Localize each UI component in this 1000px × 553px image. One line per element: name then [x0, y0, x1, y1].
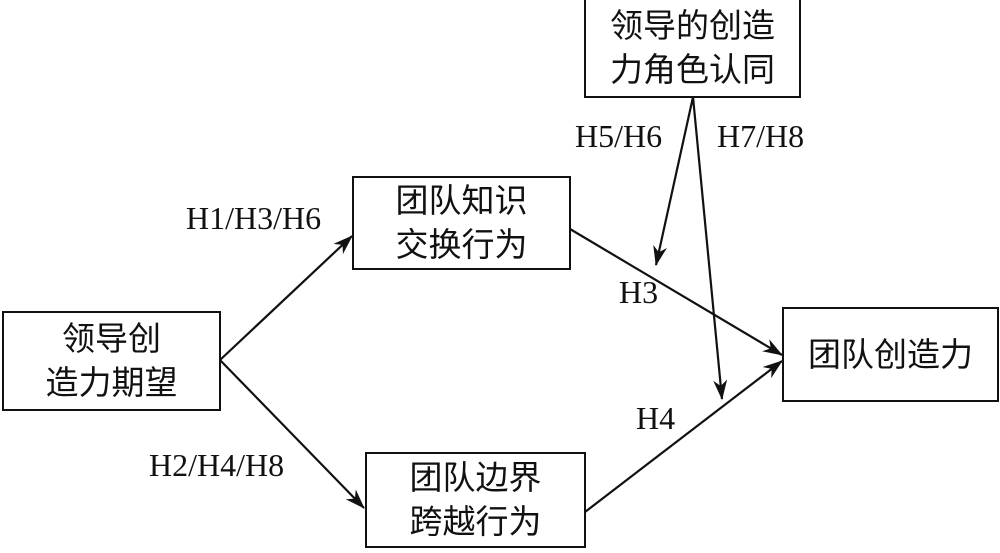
edge-expectation-to-boundary-spanning: [219, 359, 365, 509]
node-text-line: 交换行为: [395, 225, 528, 264]
edge-knowledge-exchange-to-creativity: [569, 228, 783, 356]
node-leader-creative-role-identity: 领导的创造 力角色认同: [584, 0, 801, 98]
node-text-line: 团队知识: [395, 181, 528, 220]
edge-identity-moderates-knowledge-path: [653, 96, 695, 266]
node-text-line: 团队创造力: [808, 334, 973, 374]
node-team-knowledge-exchange: 团队知识 交换行为: [352, 176, 571, 270]
edge-expectation-to-knowledge-exchange: [219, 235, 353, 361]
node-text-line: 跨越行为: [409, 502, 542, 541]
edge-label-h7-h8: H7/H8: [717, 118, 805, 154]
edge-label-h4: H4: [636, 400, 676, 436]
node-text-line: 领导的创造: [610, 6, 775, 45]
edge-boundary-spanning-to-creativity: [584, 360, 783, 513]
node-team-creativity: 团队创造力: [782, 307, 999, 402]
node-text-line: 团队边界: [409, 458, 542, 497]
edge-label-h2-h4-h8: H2/H4/H8: [149, 447, 285, 483]
edge-label-h1-h3-h6: H1/H3/H6: [186, 200, 322, 236]
edge-label-h5-h6: H5/H6: [575, 118, 663, 154]
node-text-line: 力角色认同: [610, 50, 775, 89]
node-text-line: 造力期望: [45, 363, 178, 402]
edge-label-h3: H3: [619, 274, 659, 310]
edge-identity-moderates-boundary-path: [691, 96, 728, 400]
node-text-line: 领导创: [62, 319, 161, 358]
node-leader-creativity-expectation: 领导创 造力期望: [2, 311, 221, 411]
node-team-boundary-spanning: 团队边界 跨越行为: [365, 452, 586, 548]
